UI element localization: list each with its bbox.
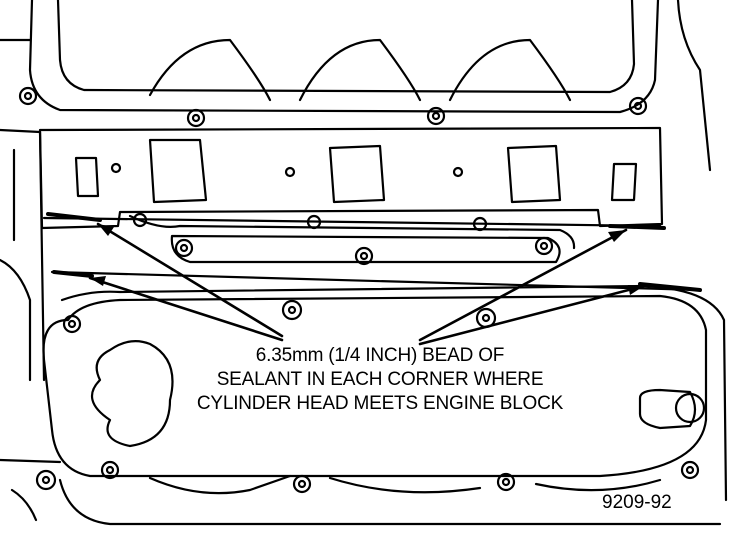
valve-cover-bolts [18,86,648,128]
arrowhead-bottom-left [90,276,106,286]
sealant-bead-marks [46,212,702,292]
arrow-bottom-left [88,276,284,342]
arrow-top-right [418,228,628,342]
callout-line-1: 6.35mm (1/4 INCH) BEAD OF [255,345,505,366]
arrowhead-bottom-right [628,285,644,295]
arrow-top-left [96,222,284,338]
valve-cover [28,0,712,172]
leader-arrows [88,222,646,346]
callout-line-2: SEALANT IN EACH CORNER WHERE [216,369,544,390]
intake-manifold [38,126,664,230]
sealant-callout: 6.35mm (1/4 INCH) BEAD OF SEALANT IN EAC… [170,344,590,416]
figure-number: 9209-92 [600,492,674,514]
engine-block-left [0,38,62,522]
callout-line-3: CYLINDER HEAD MEETS ENGINE BLOCK [196,393,564,414]
arrowhead-top-right [608,230,626,242]
arrow-bottom-right [418,284,646,346]
arrowhead-top-left [98,224,114,236]
